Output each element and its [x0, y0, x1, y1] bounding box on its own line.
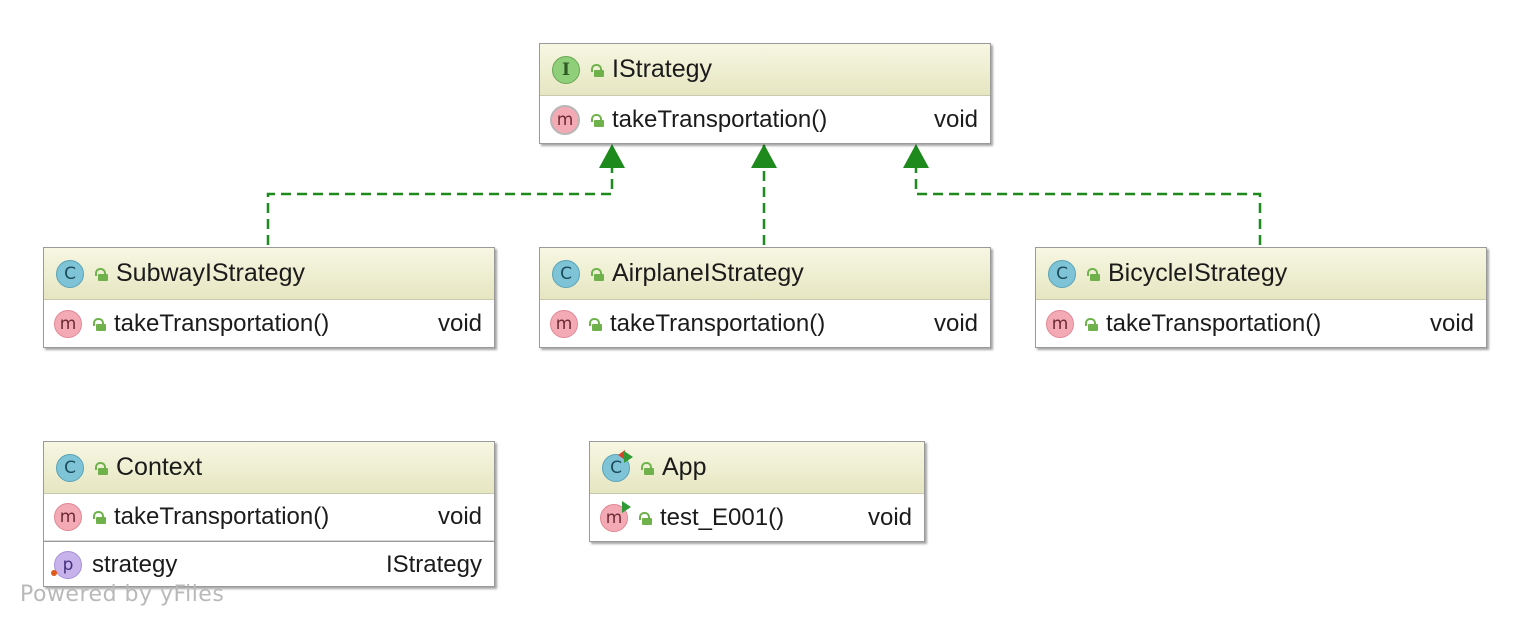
property-icon: p	[51, 551, 82, 579]
member-name: takeTransportation()	[114, 503, 330, 530]
member-name: takeTransportation()	[612, 105, 828, 133]
node-header: C BicycleIStrategy	[1036, 248, 1486, 300]
node-context[interactable]: C Context m takeTransportation() void p …	[43, 441, 495, 587]
public-visibility-icon	[588, 317, 602, 331]
test-class-icon: C	[602, 449, 633, 482]
member-name: takeTransportation()	[610, 309, 826, 337]
public-visibility-icon	[92, 317, 106, 331]
member-type: void	[933, 105, 978, 133]
public-visibility-icon	[590, 63, 604, 77]
node-header: C Context	[44, 442, 494, 494]
node-airplane-istrategy[interactable]: C AirplaneIStrategy m takeTransportation…	[539, 247, 991, 348]
public-visibility-icon	[638, 511, 652, 525]
public-visibility-icon	[94, 267, 108, 281]
node-subway-istrategy[interactable]: C SubwayIStrategy m takeTransportation()…	[43, 247, 495, 348]
method-icon: m	[54, 309, 82, 338]
public-visibility-icon	[1084, 317, 1098, 331]
member-name: strategy	[92, 551, 178, 578]
class-icon: C	[552, 259, 580, 288]
property-kind: p	[62, 555, 74, 575]
node-header: C SubwayIStrategy	[44, 248, 494, 300]
member-type: void	[933, 309, 978, 337]
node-title: App	[662, 453, 707, 481]
test-method-icon: m	[600, 500, 631, 532]
node-title: IStrategy	[612, 55, 713, 83]
property-row[interactable]: p strategy IStrategy	[44, 541, 494, 588]
arrowhead-subway	[599, 144, 625, 168]
member-name: takeTransportation()	[114, 309, 330, 337]
node-header: I IStrategy	[540, 44, 990, 96]
class-icon: C	[56, 453, 84, 482]
public-visibility-icon	[590, 267, 604, 281]
node-app[interactable]: C App m test_E001() void	[589, 441, 925, 542]
node-istrategy[interactable]: I IStrategy m takeTransportation() void	[539, 43, 991, 144]
interface-icon: I	[552, 55, 580, 84]
member-row[interactable]: m takeTransportation() void	[540, 96, 990, 143]
class-icon: C	[56, 259, 84, 288]
public-visibility-icon	[1086, 267, 1100, 281]
node-bicycle-istrategy[interactable]: C BicycleIStrategy m takeTransportation(…	[1035, 247, 1487, 348]
member-type: void	[867, 503, 912, 531]
member-type: void	[1429, 309, 1474, 337]
method-icon: m	[1046, 309, 1074, 338]
member-row[interactable]: m test_E001() void	[590, 494, 924, 541]
watermark: Powered by yFiles	[20, 582, 225, 607]
member-row[interactable]: m takeTransportation() void	[1036, 300, 1486, 347]
method-kind: m	[605, 507, 623, 528]
member-name: takeTransportation()	[1106, 309, 1322, 337]
edge-subway-implements-istrategy	[266, 145, 614, 245]
run-indicator-icon	[622, 500, 631, 513]
member-row[interactable]: m takeTransportation() void	[44, 494, 494, 541]
member-type: IStrategy	[385, 551, 482, 578]
member-type: void	[437, 309, 482, 337]
public-visibility-icon	[590, 113, 604, 127]
member-name: test_E001()	[660, 503, 785, 531]
arrowhead-bicycle	[903, 144, 929, 168]
class-kind: C	[610, 457, 622, 478]
method-icon: m	[550, 309, 578, 338]
node-title: Context	[116, 453, 203, 481]
class-icon: C	[1048, 259, 1076, 288]
arrowhead-airplane	[751, 144, 777, 168]
member-row[interactable]: m takeTransportation() void	[540, 300, 990, 347]
abstract-method-icon: m	[550, 104, 580, 135]
node-title: BicycleIStrategy	[1108, 259, 1288, 287]
node-title: AirplaneIStrategy	[612, 259, 804, 287]
public-visibility-icon	[640, 461, 654, 475]
node-title: SubwayIStrategy	[116, 259, 305, 287]
public-visibility-icon	[92, 510, 106, 524]
node-header: C App	[590, 442, 924, 494]
node-header: C AirplaneIStrategy	[540, 248, 990, 300]
private-field-icon	[51, 570, 57, 576]
edge-bicycle-implements-istrategy	[914, 145, 1262, 245]
member-type: void	[437, 503, 482, 530]
run-indicator-icon	[618, 449, 625, 460]
method-icon: m	[54, 503, 82, 531]
public-visibility-icon	[94, 461, 108, 475]
member-row[interactable]: m takeTransportation() void	[44, 300, 494, 347]
run-indicator-icon	[624, 450, 633, 463]
